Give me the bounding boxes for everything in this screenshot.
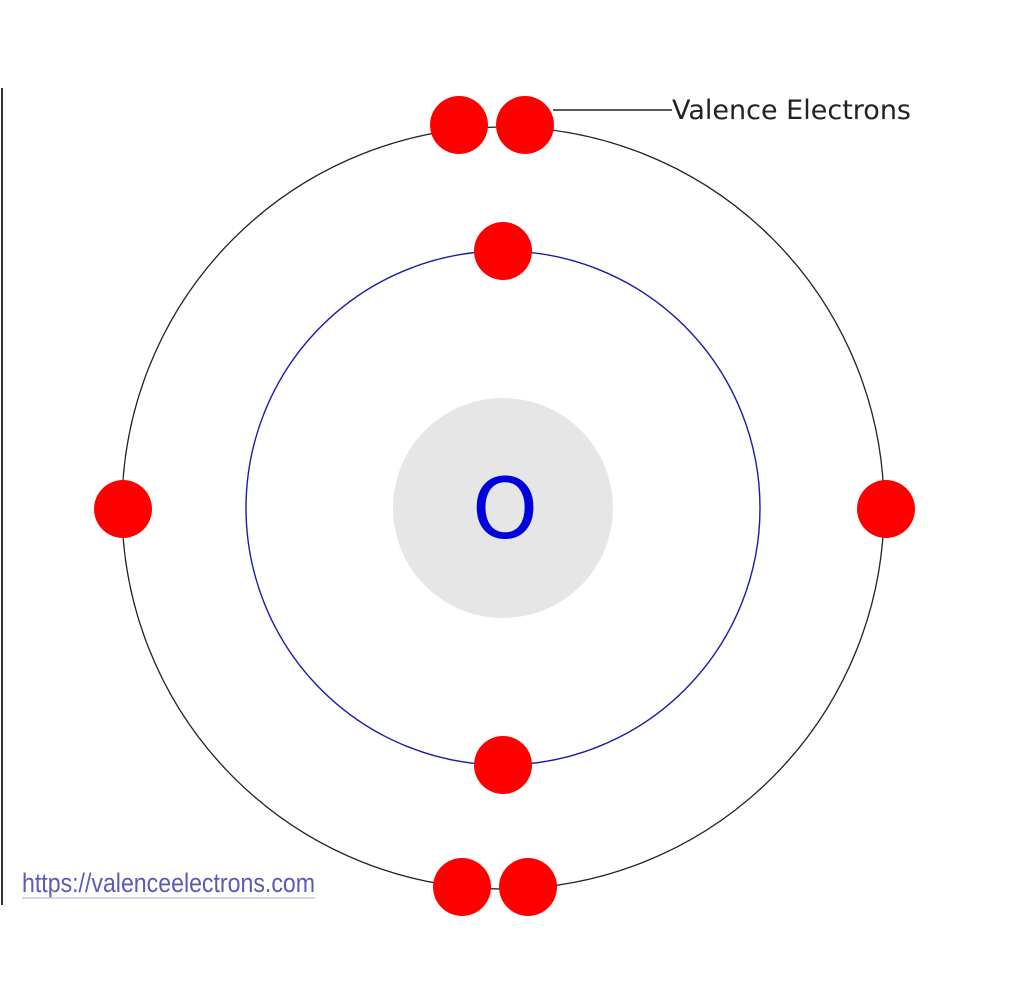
nucleus-symbol: O <box>472 460 538 558</box>
valence-electron-top-right <box>496 96 554 154</box>
valence-electron-top-left <box>430 96 488 154</box>
valence-electron-left <box>94 480 152 538</box>
source-url-link[interactable]: https://valenceelectrons.com <box>22 868 315 898</box>
nucleus <box>393 398 613 618</box>
valence-electron-bottom-right <box>499 858 557 916</box>
inner-electron-top <box>474 222 532 280</box>
valence-electrons-label: Valence Electrons <box>672 95 911 126</box>
inner-electron-bottom <box>474 736 532 794</box>
valence-electron-bottom-left <box>433 858 491 916</box>
electrons <box>94 96 915 916</box>
valence-electron-right <box>857 480 915 538</box>
